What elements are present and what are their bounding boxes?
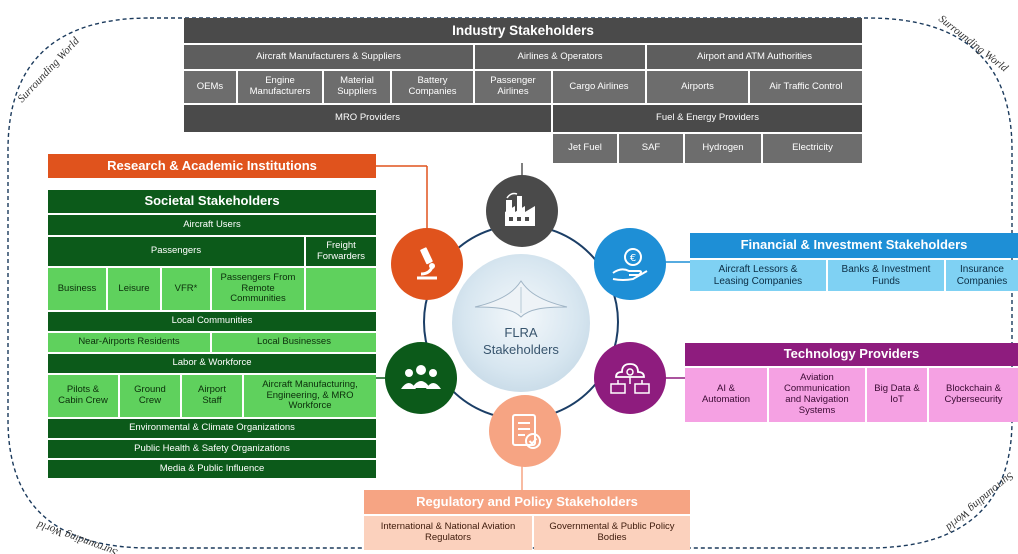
industry-item-engine: Engine Manufacturers xyxy=(238,71,322,103)
industry-group-airlines: Airlines & Operators xyxy=(475,45,645,69)
labor-item-manufacturing: Aircraft Manufacturing, Engineering, & M… xyxy=(244,375,376,417)
societal-passengers: Passengers xyxy=(48,237,304,266)
societal-local-communities: Local Communities xyxy=(48,312,376,331)
financial-item-insurance: Insurance Companies xyxy=(946,260,1018,291)
surrounding-world-boundary xyxy=(7,17,1013,549)
fuel-item-hydrogen: Hydrogen xyxy=(685,134,761,163)
passenger-type-leisure: Leisure xyxy=(108,268,160,310)
checklist-icon xyxy=(512,414,541,449)
labor-item-ground: Ground Crew xyxy=(120,375,180,417)
societal-circle xyxy=(385,342,457,414)
regulatory-item-government: Governmental & Public Policy Bodies xyxy=(534,516,690,550)
regulatory-circle xyxy=(489,395,561,467)
societal-title: Societal Stakeholders xyxy=(48,190,376,213)
passenger-type-blank xyxy=(306,268,376,310)
labor-item-pilots: Pilots & Cabin Crew xyxy=(48,375,118,417)
research-circle xyxy=(391,228,463,300)
financial-title: Financial & Investment Stakeholders xyxy=(690,233,1018,258)
societal-freight: Freight Forwarders xyxy=(306,237,376,266)
center-hub: FLRA Stakeholders xyxy=(452,254,590,392)
network-computer-icon xyxy=(610,363,650,394)
industry-item-cargo: Cargo Airlines xyxy=(553,71,645,103)
industry-group-manufacturers: Aircraft Manufacturers & Suppliers xyxy=(184,45,473,69)
societal-labor: Labor & Workforce xyxy=(48,354,376,373)
industry-item-passenger-airlines: Passenger Airlines xyxy=(475,71,551,103)
industry-item-material: Material Suppliers xyxy=(324,71,390,103)
societal-near-airports: Near-Airports Residents xyxy=(48,333,210,352)
financial-item-lessors: Aircraft Lessors & Leasing Companies xyxy=(690,260,826,291)
passenger-type-vfr: VFR* xyxy=(162,268,210,310)
industry-item-atc: Air Traffic Control xyxy=(750,71,862,103)
surrounding-world-label-br: Surrounding World xyxy=(943,470,1016,534)
technology-item-blockchain: Blockchain & Cybersecurity xyxy=(929,368,1018,422)
industry-item-oems: OEMs xyxy=(184,71,236,103)
passenger-type-business: Business xyxy=(48,268,106,310)
regulatory-title: Regulatory and Policy Stakeholders xyxy=(364,490,690,514)
center-title: FLRA Stakeholders xyxy=(483,325,559,357)
regulatory-item-aviation: International & National Aviation Regula… xyxy=(364,516,532,550)
financial-item-banks: Banks & Investment Funds xyxy=(828,260,944,291)
societal-aircraft-users: Aircraft Users xyxy=(48,215,376,235)
svg-text:€: € xyxy=(630,253,636,264)
money-hand-icon: € xyxy=(612,248,648,281)
industry-item-airports: Airports xyxy=(647,71,748,103)
passenger-type-remote: Passengers From Remote Communities xyxy=(212,268,304,310)
technology-item-aviation-comm: Aviation Communication and Navigation Sy… xyxy=(769,368,865,422)
industry-fuel: Fuel & Energy Providers xyxy=(553,105,862,132)
societal-environmental: Environmental & Climate Organizations xyxy=(48,419,376,438)
technology-title: Technology Providers xyxy=(685,343,1018,366)
labor-item-airport-staff: Airport Staff xyxy=(182,375,242,417)
financial-circle: € xyxy=(594,228,666,300)
people-group-icon xyxy=(401,365,441,389)
fuel-item-saf: SAF xyxy=(619,134,683,163)
technology-item-bigdata: Big Data & IoT xyxy=(867,368,927,422)
research-title: Research & Academic Institutions xyxy=(48,154,376,178)
industry-item-battery: Battery Companies xyxy=(392,71,473,103)
surrounding-world-label-bl: Surrounding World xyxy=(35,518,119,554)
technology-circle xyxy=(594,342,666,414)
surrounding-world-label-tl: Surrounding World xyxy=(15,35,82,105)
societal-local-businesses: Local Businesses xyxy=(212,333,376,352)
fuel-item-electricity: Electricity xyxy=(763,134,862,163)
technology-item-ai: AI & Automation xyxy=(685,368,767,422)
surrounding-world-label-tr: Surrounding World xyxy=(936,13,1010,75)
microscope-icon xyxy=(417,247,437,280)
societal-public-health: Public Health & Safety Organizations xyxy=(48,440,376,458)
fuel-item-jet: Jet Fuel xyxy=(553,134,617,163)
industry-circle xyxy=(486,175,558,247)
factory-icon xyxy=(505,192,535,226)
industry-mro: MRO Providers xyxy=(184,105,551,132)
aircraft-icon xyxy=(474,280,568,318)
industry-title: Industry Stakeholders xyxy=(184,18,862,43)
industry-group-airports: Airport and ATM Authorities xyxy=(647,45,862,69)
societal-media: Media & Public Influence xyxy=(48,460,376,478)
